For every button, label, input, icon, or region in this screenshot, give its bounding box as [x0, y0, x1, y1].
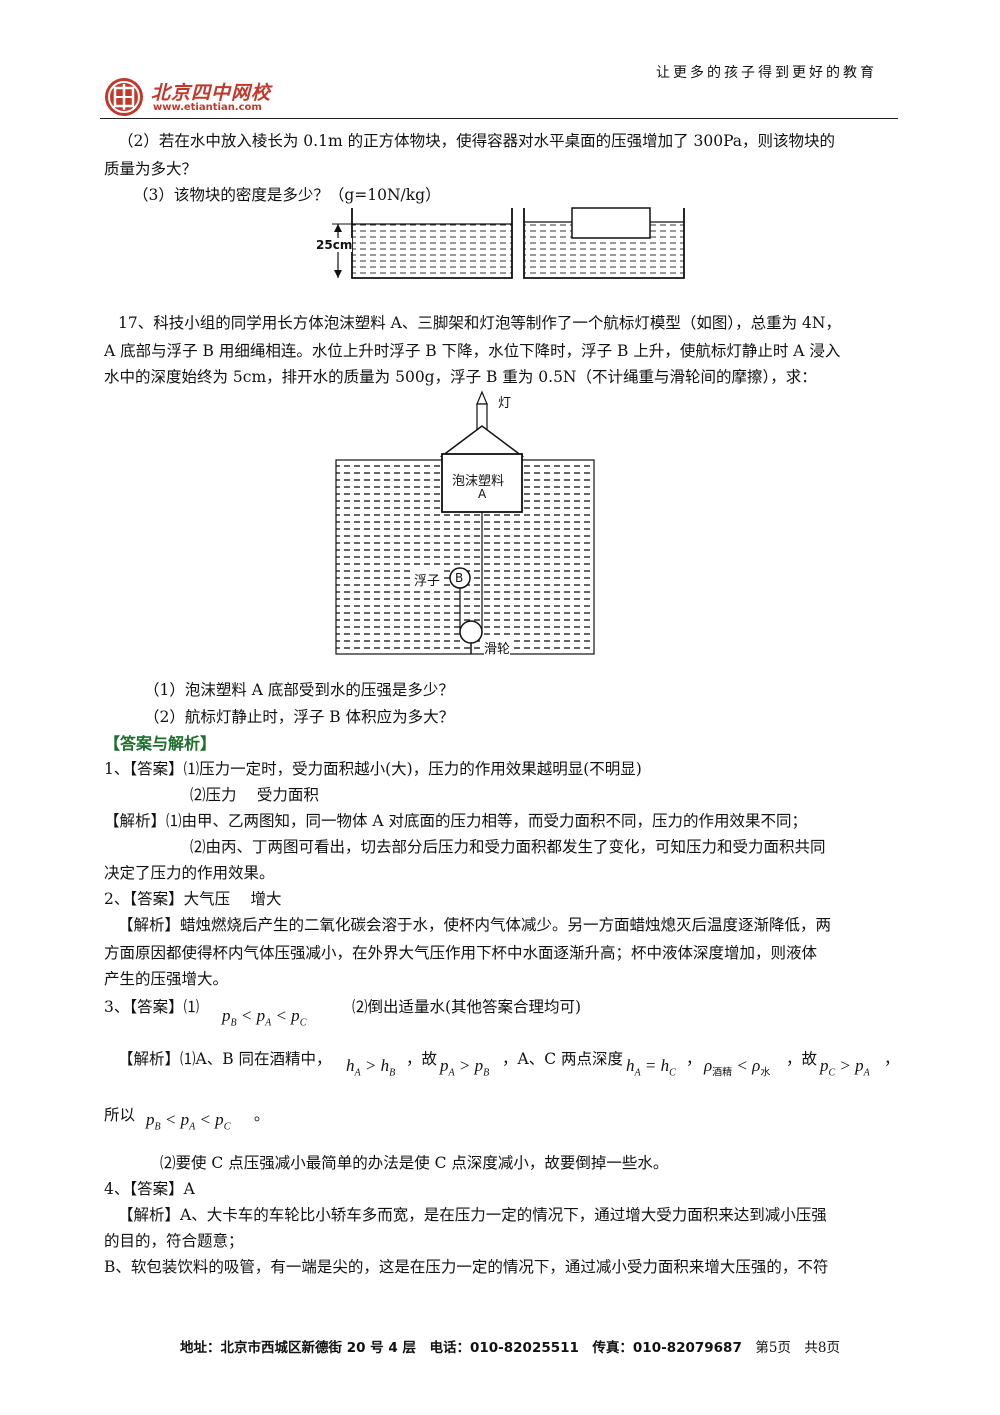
float-label: 浮子 — [414, 570, 441, 589]
logo-name: 北京四中网校 — [151, 82, 272, 104]
header-divider — [100, 118, 898, 119]
rho-sub-water: 水 — [760, 1067, 771, 1079]
foam-label-line1: 泡沫塑料 — [452, 470, 505, 489]
a2-explain-2: 方面原因都使得杯内气体压强减小，在外界大气压作用下杯中水面逐渐升高；杯中液体深度… — [104, 944, 818, 962]
q17-stem-line2: A 底部与浮子 B 用细绳相连。水位上升时浮子 B 下降，水位下降时，浮子 B … — [104, 342, 841, 360]
a3-formula-p1: pA > pB — [440, 1056, 490, 1079]
school-seal-icon — [105, 78, 143, 116]
q16-part2-line2: 质量为多大？ — [104, 160, 198, 178]
a1-explain-3: 决定了压力的作用效果。 — [104, 864, 275, 882]
logo: 北京四中网校 www.etiantian.com — [103, 76, 293, 118]
a3-explain-gu2: ，故 — [786, 1050, 818, 1068]
a3-explain-comma: ， — [686, 1050, 702, 1068]
q17-sub2: （2）航标灯静止时，浮子 B 体积应为多大？ — [144, 708, 455, 726]
a1-answer-2: ⑵压力 受力面积 — [190, 786, 319, 804]
q16-part3: （3）该物块的密度是多少？（g=10N/kg） — [133, 186, 441, 204]
a3-period: 。 — [254, 1106, 270, 1124]
a2-answer: 2、【答案】大气压 增大 — [104, 890, 282, 908]
a1-answer: 1、【答案】⑴压力一定时，受力面积越小(大)，压力的作用效果越明显(不明显) — [104, 760, 642, 778]
foam-label-line2: A — [478, 487, 487, 501]
float-letter: B — [455, 571, 464, 585]
footer-address: 地址：北京市西城区新德街 20 号 4 层 电话：010-82025511 传真… — [180, 1340, 756, 1356]
a3-suoyi: 所以 — [104, 1106, 136, 1124]
a3-explain-prefix: 【解析】⑴A、B 同在酒精中， — [118, 1050, 332, 1068]
a3-explain-end: ， — [884, 1050, 900, 1068]
a1-explain-1: 【解析】⑴由甲、乙两图知，同一物体 A 对底面的压力相等，而受力面积不同，压力的… — [104, 812, 808, 830]
a2-explain-1: 【解析】蜡烛燃烧后产生的二氧化碳会溶于水，使杯内气体减少。另一方面蜡烛熄灭后温度… — [118, 916, 832, 934]
a3-explain-part2: ⑵要使 C 点压强减小最简单的办法是使 C 点深度减小，故要倒掉一些水。 — [160, 1154, 669, 1172]
a3-formula-rho: ρ酒精 < ρ水 — [704, 1056, 771, 1079]
a3-answer-suffix: ⑵倒出适量水(其他答案合理均可) — [352, 998, 582, 1016]
q17-stem-line3: 水中的深度始终为 5cm，排开水的质量为 500g，浮子 B 重为 0.5N（不… — [104, 368, 817, 386]
a3-answer-prefix: 3、【答案】⑴ — [104, 998, 200, 1016]
a4-explain-1: 【解析】A、大卡车的车轮比小轿车多而宽，是在压力一定的情况下，通过增大受力面积来… — [118, 1206, 827, 1224]
a3-formula-h: hA > hB — [346, 1056, 396, 1079]
a3-explain-mid: ，A、C 两点深度 — [502, 1050, 623, 1068]
q16-container-figure: 25cm — [310, 204, 690, 284]
footer-page: 第5页 共8页 — [755, 1340, 841, 1356]
lamp-label: 灯 — [498, 396, 512, 411]
q16-part2-line1: （2）若在水中放入棱长为 0.1m 的正方体物块，使得容器对水平桌面的压强增加了… — [118, 132, 836, 150]
a3-answer-formula: pB < pA < pC — [222, 1006, 307, 1029]
a4-explain-3: B、软包装饮料的吸管，有一端是尖的，这是在压力一定的情况下，通过减小受力面积来增… — [104, 1258, 829, 1276]
q17-beacon-figure: 灯 泡沫塑料 A 浮子 B 滑轮 — [334, 386, 598, 658]
answer-section-title: 【答案与解析】 — [104, 734, 217, 753]
a2-explain-3: 产生的压强增大。 — [104, 970, 229, 988]
a3-formula-p2: pC > pA — [820, 1056, 870, 1079]
a3-explain-gu1: ，故 — [406, 1050, 438, 1068]
a3-formula-result: pB < pA < pC — [146, 1110, 231, 1133]
a3-formula-h2: hA = hC — [626, 1056, 676, 1079]
footer: 地址：北京市西城区新德街 20 号 4 层 电话：010-82025511 传真… — [180, 1336, 840, 1356]
a4-answer: 4、【答案】A — [104, 1180, 195, 1198]
a1-explain-2: ⑵由丙、丁两图可看出，切去部分后压力和受力面积都发生了变化，可知压力和受力面积共… — [190, 838, 826, 856]
a4-explain-2: 的目的，符合题意； — [104, 1232, 244, 1250]
q16-depth-label: 25cm — [316, 238, 353, 252]
header-slogan: 让更多的孩子得到更好的教育 — [656, 65, 877, 81]
logo-url: www.etiantian.com — [153, 102, 262, 113]
rho-sub-alcohol: 酒精 — [712, 1067, 733, 1079]
q17-sub1: （1）泡沫塑料 A 底部受到水的压强是多少？ — [144, 681, 454, 699]
pulley-label: 滑轮 — [484, 638, 511, 657]
q17-stem-line1: 17、科技小组的同学用长方体泡沫塑料 A、三脚架和灯泡等制作了一个航标灯模型（如… — [118, 314, 841, 332]
